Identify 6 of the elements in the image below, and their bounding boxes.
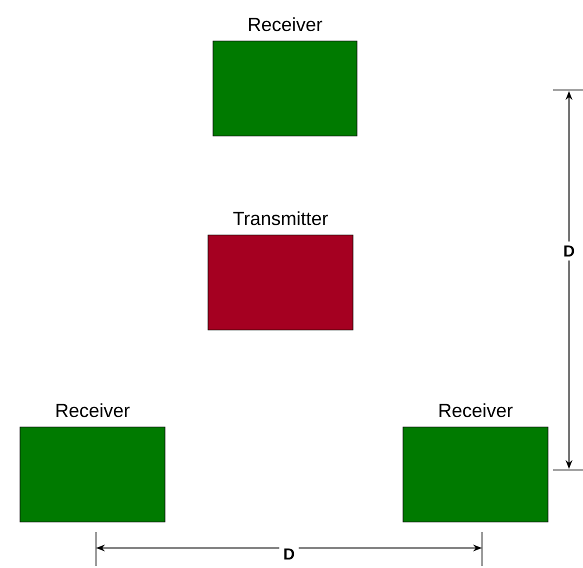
device-label: Receiver [56, 403, 130, 418]
dimension-label: D [559, 242, 579, 260]
dimension-label: D [279, 544, 299, 564]
device-label: Transmitter [233, 211, 328, 226]
device-label: Receiver [249, 17, 322, 32]
device-label: Receiver [440, 403, 513, 418]
